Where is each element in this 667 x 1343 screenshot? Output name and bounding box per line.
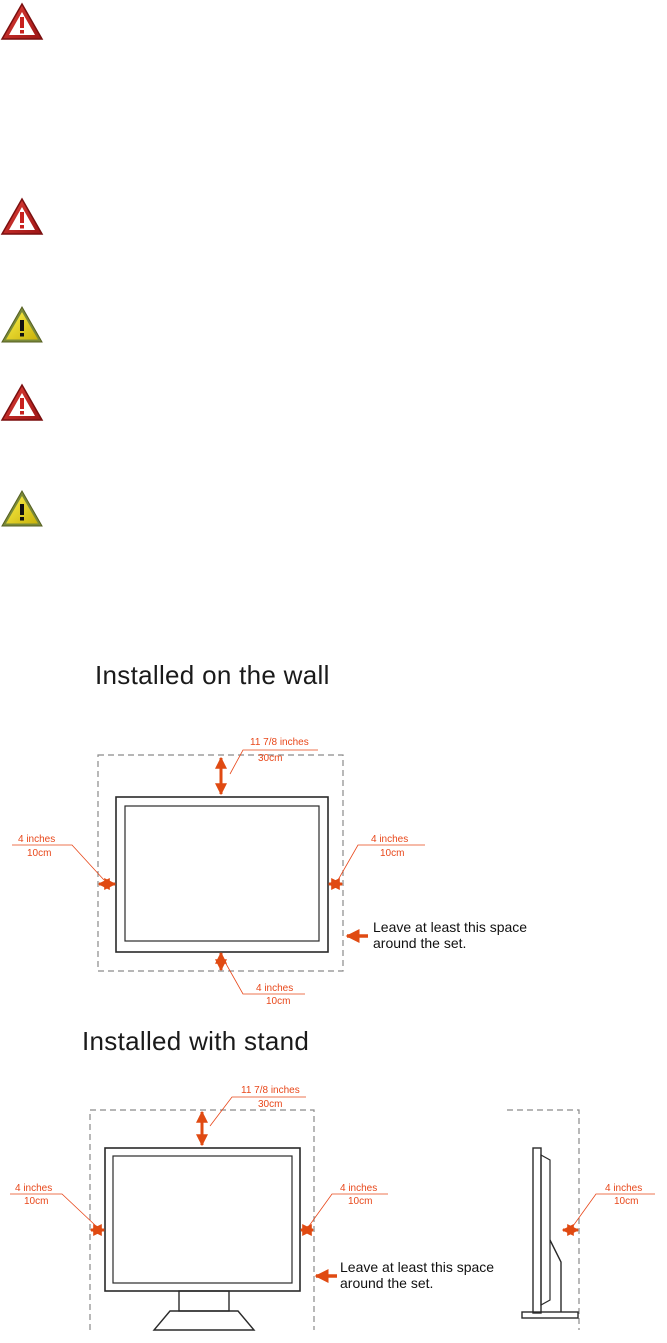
right-leader-line [308, 1193, 388, 1227]
stand-diagram-side: 4 inches 10cm [507, 1109, 655, 1330]
wall-diagram: 11 7/8 inches 30cm 4 inches 10cm 4 inche… [12, 737, 527, 1007]
bottom-label-line1: 4 inches [256, 983, 293, 994]
left-leader-line [10, 1193, 97, 1227]
top-label-line2: 30cm [258, 1099, 282, 1110]
stand-base [152, 1310, 256, 1331]
caution-icon [1, 305, 43, 343]
top-leader-line [229, 749, 318, 775]
left-label-line2: 10cm [27, 848, 51, 859]
bottom-leader-line [224, 961, 305, 995]
stand-note-line2: around the set. [340, 1275, 433, 1291]
top-leader-line [209, 1096, 306, 1127]
danger-icon [0, 2, 44, 40]
danger-icon [0, 197, 44, 235]
right-label-line1: 4 inches [371, 834, 408, 845]
stand-diagram-front: 11 7/8 inches 30cm 4 inches 10cm 4 inche… [10, 1085, 494, 1331]
left-label-line1: 4 inches [15, 1183, 52, 1194]
wall-note-line1: Leave at least this space [373, 919, 527, 935]
monitor-bezel [104, 1147, 301, 1292]
clearance-boundary [507, 1109, 580, 1330]
danger-icon [0, 383, 44, 421]
monitor-screen [124, 805, 320, 942]
stand-heading: Installed with stand [82, 1026, 310, 1056]
top-label-line2: 30cm [258, 753, 282, 764]
monitor-side-back [540, 1153, 551, 1307]
stand-note-line1: Leave at least this space [340, 1259, 494, 1275]
side-label-line2: 10cm [614, 1196, 638, 1207]
wall-note-line2: around the set. [373, 935, 466, 951]
stand-neck [178, 1290, 230, 1312]
right-leader-line [337, 844, 425, 881]
right-label-line1: 4 inches [340, 1183, 377, 1194]
side-label-line1: 4 inches [605, 1183, 642, 1194]
monitor-screen [112, 1155, 293, 1284]
monitor-bezel [115, 796, 329, 953]
stand-side-base [521, 1311, 579, 1319]
monitor-side-panel [532, 1147, 542, 1314]
bottom-label-line2: 10cm [266, 996, 290, 1007]
right-label-line2: 10cm [380, 848, 404, 859]
left-label-line2: 10cm [24, 1196, 48, 1207]
top-label-line1: 11 7/8 inches [241, 1085, 300, 1096]
side-leader-line [572, 1193, 655, 1227]
caution-icon [1, 489, 43, 527]
top-label-line1: 11 7/8 inches [250, 737, 309, 748]
left-label-line1: 4 inches [18, 834, 55, 845]
stand-side-neck [549, 1239, 562, 1312]
wall-heading: Installed on the wall [95, 660, 330, 690]
left-leader-line [12, 844, 105, 881]
right-label-line2: 10cm [348, 1196, 372, 1207]
